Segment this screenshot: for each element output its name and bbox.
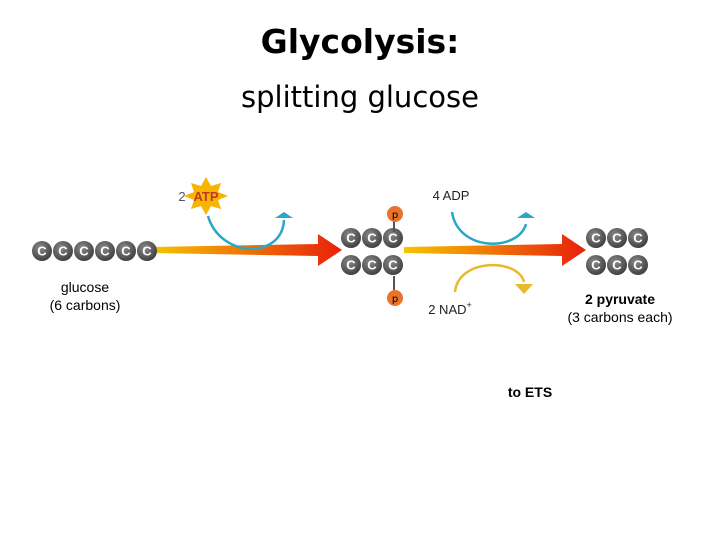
nad-superscript: + (467, 300, 472, 310)
svg-text:C: C (367, 231, 377, 246)
intermediate-carbon-atom: C (341, 228, 361, 248)
pyruvate-carbon-atom: C (586, 228, 606, 248)
glucose-name: glucose (60, 279, 110, 295)
intermediate-carbon-atom: C (362, 228, 382, 248)
svg-text:C: C (346, 258, 356, 273)
svg-text:C: C (612, 231, 622, 246)
pyruvate-carbon-atom: C (628, 228, 648, 248)
main-arrow-1 (152, 234, 342, 266)
glucose-carbon-atom: C (95, 241, 115, 261)
atp-consumption-arrow (206, 215, 286, 250)
adp-label: 4 ADP (433, 188, 470, 203)
svg-text:C: C (100, 244, 110, 259)
nad-label: 2 NAD+ (428, 300, 472, 317)
svg-text:C: C (591, 231, 601, 246)
adp-arrow (450, 211, 528, 245)
pyruvate-label: 2 pyruvate (3 carbons each) (540, 290, 700, 326)
intermediate-carbon-atom: C (362, 255, 382, 275)
svg-text:C: C (142, 244, 152, 259)
intermediate-carbon-atom: C (341, 255, 361, 275)
pyruvate-carbon-atom: C (607, 255, 627, 275)
glucose-label: glucose (6 carbons) (20, 278, 150, 314)
pyruvate-carbon-atom: C (607, 228, 627, 248)
svg-text:C: C (121, 244, 131, 259)
svg-text:C: C (388, 258, 398, 273)
pyruvate-carbon-atom: C (628, 255, 648, 275)
svg-text:C: C (58, 244, 68, 259)
main-arrow-2 (404, 234, 586, 266)
svg-text:C: C (633, 231, 643, 246)
phosphate-bottom-icon (387, 290, 403, 306)
svg-text:C: C (612, 258, 622, 273)
intermediate-carbon-atom: C (383, 255, 403, 275)
phosphate-top-icon (387, 206, 403, 222)
nad-label-text: 2 NAD (428, 302, 466, 317)
glucose-carbon-atom: C (137, 241, 157, 261)
ets-label: to ETS (507, 384, 553, 400)
glucose-carbon-atom: C (116, 241, 136, 261)
glucose-carbon-atom: C (32, 241, 52, 261)
svg-text:C: C (37, 244, 47, 259)
atp-count: 2 (178, 189, 185, 204)
svg-text:C: C (633, 258, 643, 273)
glucose-carbon-atom: C (53, 241, 73, 261)
glucose-carbon-atom: C (74, 241, 94, 261)
atp-label: ATP (193, 189, 218, 204)
phosphate-top-label: p (392, 210, 398, 221)
svg-text:C: C (367, 258, 377, 273)
atp-star-icon (184, 177, 228, 215)
nad-arrow (453, 263, 526, 293)
page-title: Glycolysis: (260, 22, 460, 61)
glucose-detail: (6 carbons) (49, 297, 121, 313)
intermediate-carbon-atom: C (383, 228, 403, 248)
svg-text:C: C (388, 231, 398, 246)
pyruvate-carbon-atom: C (586, 255, 606, 275)
page-subtitle: splitting glucose (241, 80, 479, 114)
svg-text:C: C (591, 258, 601, 273)
pyruvate-name: 2 pyruvate (584, 291, 656, 307)
pyruvate-detail: (3 carbons each) (567, 309, 673, 325)
phosphate-bottom-label: p (392, 294, 398, 305)
svg-text:C: C (346, 231, 356, 246)
svg-text:C: C (79, 244, 89, 259)
